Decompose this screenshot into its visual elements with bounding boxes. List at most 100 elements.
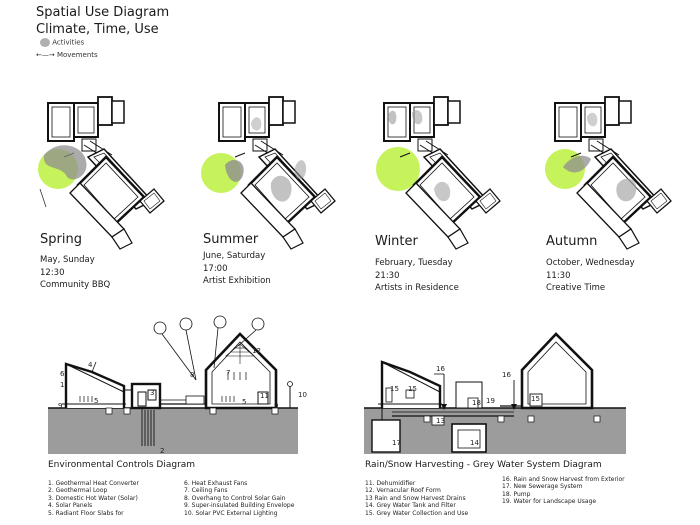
legend-movements-label: Movements bbox=[56, 51, 98, 59]
season-name: Autumn bbox=[546, 234, 598, 249]
callout-label: 15 bbox=[390, 385, 399, 393]
legend-item: 19. Water for Landscape Usage bbox=[502, 498, 597, 506]
callout-label: 9 bbox=[274, 402, 279, 410]
movement-arrow-icon: ←—→ bbox=[36, 51, 55, 59]
activity-blob bbox=[434, 181, 451, 202]
legend-item: 2. Geothermal Loop bbox=[48, 487, 108, 495]
water-diagram-title: Rain/Snow Harvesting - Grey Water System… bbox=[365, 460, 602, 470]
season-time: 17:00 bbox=[203, 263, 228, 274]
season-event: Creative Time bbox=[546, 283, 606, 293]
ground-plane bbox=[364, 408, 626, 454]
season-sun-circle bbox=[376, 147, 420, 191]
season-date: June, Saturday bbox=[203, 251, 266, 261]
season-event: Artist Exhibition bbox=[203, 276, 271, 286]
legend-activities-label: Activities bbox=[52, 38, 85, 47]
callout-label: 19 bbox=[486, 397, 495, 405]
season-date: February, Tuesday bbox=[375, 258, 453, 268]
callout-label: 16 bbox=[436, 365, 445, 373]
environmental-section bbox=[48, 315, 298, 454]
callout-label: 11 bbox=[260, 392, 269, 400]
callout-label: 5 bbox=[242, 398, 247, 406]
season-details: October, Wednesday 11:30 Creative Time bbox=[546, 257, 635, 295]
movement-arrow bbox=[39, 188, 47, 208]
activity-blob bbox=[43, 145, 87, 180]
water-legend-col1: 11. Dehumidifier 12. Vernacular Roof For… bbox=[365, 480, 468, 517]
env-legend-col2: 6. Heat Exhaust Fans 7. Ceiling Fans 8. … bbox=[184, 480, 294, 517]
season-name: Winter bbox=[375, 234, 418, 249]
legend-item: 16. Rain and Snow Harvest from Exterior bbox=[502, 476, 625, 483]
legend-item: 17. New Sewerage System bbox=[502, 483, 583, 491]
callout-label: 12 bbox=[252, 347, 261, 355]
season-event: Artists in Residence bbox=[375, 283, 459, 293]
env-legend-col1: 1. Geothermal Heat Converter 2. Geotherm… bbox=[48, 480, 139, 517]
season-details: May, Sunday 12:30 Community BBQ bbox=[40, 254, 110, 292]
env-diagram-title: Environmental Controls Diagram bbox=[48, 460, 196, 470]
legend-item: 1. Geothermal Heat Converter bbox=[48, 480, 139, 487]
season-time: 11:30 bbox=[546, 270, 571, 281]
legend-item: 7. Ceiling Fans bbox=[184, 487, 228, 495]
callout-label: 8 bbox=[190, 371, 195, 379]
callout-label: 6 bbox=[60, 370, 65, 378]
activity-legend-dot bbox=[40, 38, 50, 47]
activity-blob bbox=[563, 155, 591, 173]
legend: Activities bbox=[40, 38, 84, 47]
activity-blob bbox=[412, 110, 423, 125]
legend-item: 11. Dehumidifier bbox=[365, 480, 416, 487]
activity-blob bbox=[388, 110, 397, 125]
season-time: 12:30 bbox=[40, 267, 65, 278]
ground-plane bbox=[48, 408, 298, 454]
legend-item: 15. Grey Water Collection and Use bbox=[365, 509, 469, 517]
callout-label: 3 bbox=[150, 389, 155, 397]
legend-movements: ←—→ Movements bbox=[36, 51, 98, 59]
callout-label: 2 bbox=[160, 447, 165, 455]
season-name: Spring bbox=[40, 232, 82, 247]
legend-item: 6. Heat Exhaust Fans bbox=[184, 480, 248, 487]
callout-label: 18 bbox=[472, 399, 481, 407]
callout-label: 7 bbox=[226, 369, 231, 377]
callout-label: 17 bbox=[392, 439, 401, 447]
legend-item: 13 Rain and Snow Harvest Drains bbox=[365, 494, 466, 502]
season-details: February, Tuesday 21:30 Artists in Resid… bbox=[375, 257, 459, 295]
plan-autumn bbox=[545, 95, 673, 251]
legend-item: 14. Grey Water Tank and Filter bbox=[365, 502, 456, 510]
plan-spring bbox=[38, 95, 166, 251]
title-line-1: Spatial Use Diagram bbox=[36, 5, 170, 20]
water-section bbox=[364, 332, 626, 454]
legend-item: 3. Domestic Hot Water (Solar) bbox=[48, 494, 138, 502]
legend-item: 18. Pump bbox=[502, 490, 531, 498]
season-details: June, Saturday 17:00 Artist Exhibition bbox=[203, 250, 271, 288]
legend-item: 5. Radiant Floor Slabs for bbox=[48, 509, 124, 517]
plan-winter bbox=[376, 95, 502, 251]
activity-blob bbox=[225, 160, 244, 182]
callout-label: 1 bbox=[60, 381, 65, 389]
plan-summer bbox=[201, 95, 337, 251]
diagram-title: Spatial Use Diagram Climate, Time, Use bbox=[36, 4, 169, 38]
season-name: Summer bbox=[203, 232, 259, 247]
water-legend-col2: 16. Rain and Snow Harvest from Exterior … bbox=[502, 476, 625, 506]
callout-label: 15 bbox=[531, 395, 540, 403]
season-time: 21:30 bbox=[375, 270, 400, 281]
legend-item: 9. Super-insulated Building Envelope bbox=[184, 502, 295, 510]
activity-blob bbox=[616, 178, 637, 202]
title-line-2: Climate, Time, Use bbox=[36, 22, 159, 37]
callout-label: 16 bbox=[502, 371, 511, 379]
legend-item: 8. Overhang to Control Solar Gain bbox=[184, 494, 286, 502]
legend-item: 12. Vernacular Roof Form bbox=[365, 487, 441, 495]
callout-label: 14 bbox=[470, 439, 479, 447]
callout-label: 4 bbox=[88, 361, 93, 369]
callout-label: 15 bbox=[408, 385, 417, 393]
callout-label: 5 bbox=[94, 397, 99, 405]
season-event: Community BBQ bbox=[40, 280, 111, 290]
activity-blob bbox=[251, 117, 262, 131]
legend-item: 10. Solar PVC External Lighting bbox=[184, 509, 278, 517]
season-date: May, Sunday bbox=[40, 255, 95, 265]
callout-label: 9 bbox=[58, 402, 63, 410]
activity-blob bbox=[270, 175, 292, 202]
callout-label: 10 bbox=[298, 391, 307, 399]
season-date: October, Wednesday bbox=[546, 258, 635, 268]
activity-blob bbox=[294, 160, 307, 180]
activity-blob bbox=[587, 112, 598, 127]
legend-item: 4. Solar Panels bbox=[48, 502, 93, 510]
callout-label: 13 bbox=[436, 417, 445, 425]
